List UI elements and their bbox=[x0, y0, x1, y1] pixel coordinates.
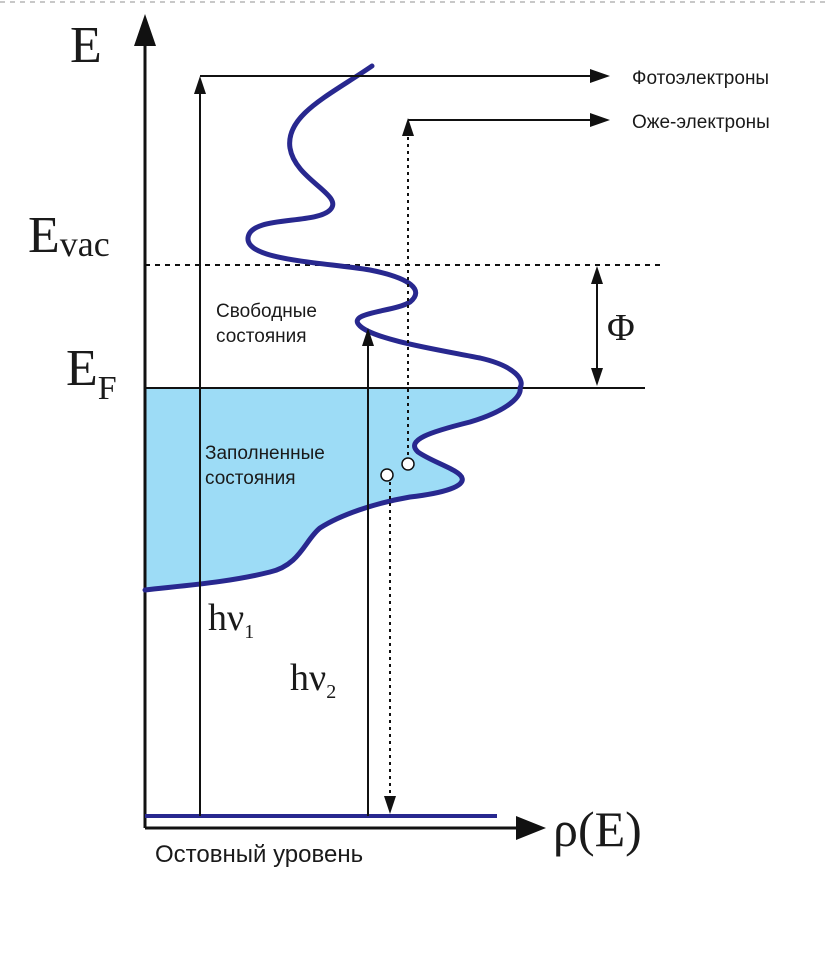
dos-axis-label: ρ(E) bbox=[553, 801, 642, 857]
filled-states-label-line2: состояния bbox=[205, 468, 296, 489]
hv2-label: hν2 bbox=[290, 657, 336, 703]
filled-states-region bbox=[145, 388, 521, 590]
ef-label: EF bbox=[66, 340, 117, 407]
photoelectron-arrowhead bbox=[590, 69, 610, 83]
work-function-arrowhead-top bbox=[591, 266, 603, 284]
free-states-label-line2: состояния bbox=[216, 326, 307, 347]
work-function-label: Φ bbox=[607, 307, 635, 349]
auger-electrons-label: Оже-электроны bbox=[632, 112, 770, 133]
auger-up-arrowhead bbox=[402, 118, 414, 136]
auger-electron-circle bbox=[401, 457, 415, 471]
hv1-arrowhead bbox=[194, 76, 206, 94]
energy-axis-arrowhead bbox=[134, 14, 156, 46]
photoelectrons-label: Фотоэлектроны bbox=[632, 68, 769, 89]
work-function-arrowhead-bottom bbox=[591, 368, 603, 386]
evac-label: Evac bbox=[28, 207, 110, 264]
hv1-label: hν1 bbox=[208, 597, 254, 643]
energy-axis-label: E bbox=[70, 17, 102, 74]
dos-curve bbox=[142, 63, 524, 593]
auger-arrowhead bbox=[590, 113, 610, 127]
free-states-label-line1: Свободные bbox=[216, 301, 317, 322]
hole-circle bbox=[380, 468, 394, 482]
dos-axis-arrowhead bbox=[516, 816, 546, 840]
auger-down-arrowhead bbox=[384, 796, 396, 814]
filled-states-label-line1: Заполненные bbox=[205, 443, 325, 464]
core-level-label: Остовный уровень bbox=[155, 841, 363, 868]
hv2-arrowhead bbox=[362, 328, 374, 346]
